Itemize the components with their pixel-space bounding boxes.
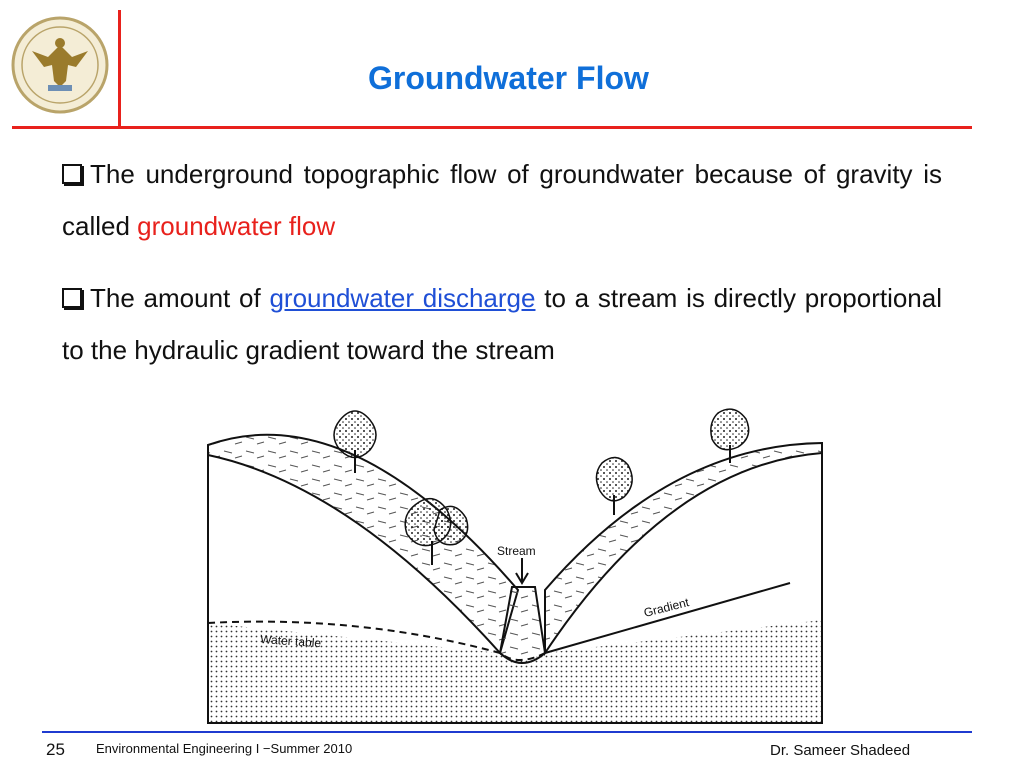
tree-icon [333, 408, 750, 565]
bullet-text-continued: to a stream is directly proportional to … [62, 283, 943, 365]
header-horizontal-rule [12, 126, 972, 129]
checkbox-bullet-icon [62, 164, 82, 185]
footer-course-title: Environmental Engineering I −Summer 2010 [96, 741, 353, 756]
groundwater-cross-section-diagram: Stream Gradient Water table [207, 408, 823, 724]
gradient-line [544, 582, 791, 654]
groundwater-discharge-link[interactable]: groundwater discharge [269, 283, 536, 313]
slide-title: Groundwater Flow [368, 60, 649, 96]
university-logo [11, 16, 109, 114]
checkbox-bullet-icon [62, 288, 82, 309]
bullet-text: The underground topographic flow of grou… [62, 159, 942, 241]
header-vertical-rule [118, 10, 121, 128]
stream-label: Stream [497, 544, 536, 558]
footer-author: Dr. Sameer Shadeed [770, 742, 911, 759]
highlighted-term: groundwater flow [137, 211, 336, 241]
water-table-label: Water table [260, 632, 322, 650]
bullet-text: The amount of [90, 283, 270, 313]
gradient-label: Gradient [642, 595, 691, 620]
bullet-item-1: The underground topographic flow of grou… [62, 148, 942, 252]
stream-channel [498, 586, 547, 664]
page-number: 25 [46, 740, 65, 759]
bullet-item-2: The amount of groundwater discharge to a… [62, 272, 942, 376]
footer-rule [42, 731, 972, 733]
